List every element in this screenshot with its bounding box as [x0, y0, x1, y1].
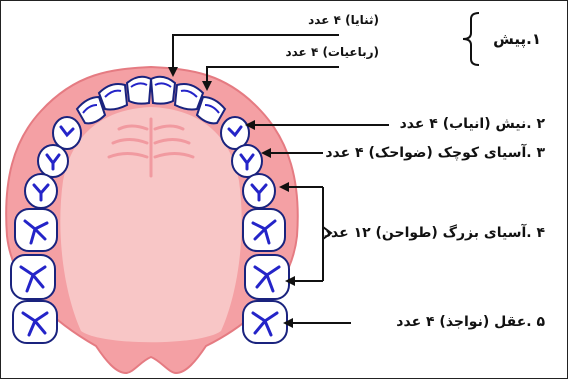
tooth-central-incisor-right: [151, 77, 175, 104]
label-canines: ۲ .نیش (انیاب) ۴ عدد: [400, 116, 545, 132]
label-central-incisors: (ثنایا) ۴ عدد: [308, 13, 379, 27]
label-lateral-incisors: (رباعیات) ۴ عدد: [285, 45, 379, 59]
incisor-bracket: [463, 13, 479, 65]
label-incisors-title: ۱.پیش: [493, 30, 541, 48]
label-molars: ۴ .آسیای بزرگ (طواحن) ۱۲ عدد: [324, 225, 545, 241]
label-premolars: ۳ .آسیای کوچک (ضواحک) ۴ عدد: [325, 145, 545, 161]
label-wisdom: ۵ .عقل (نواجذ) ۴ عدد: [396, 314, 545, 330]
tooth-central-incisor-left: [127, 77, 151, 104]
